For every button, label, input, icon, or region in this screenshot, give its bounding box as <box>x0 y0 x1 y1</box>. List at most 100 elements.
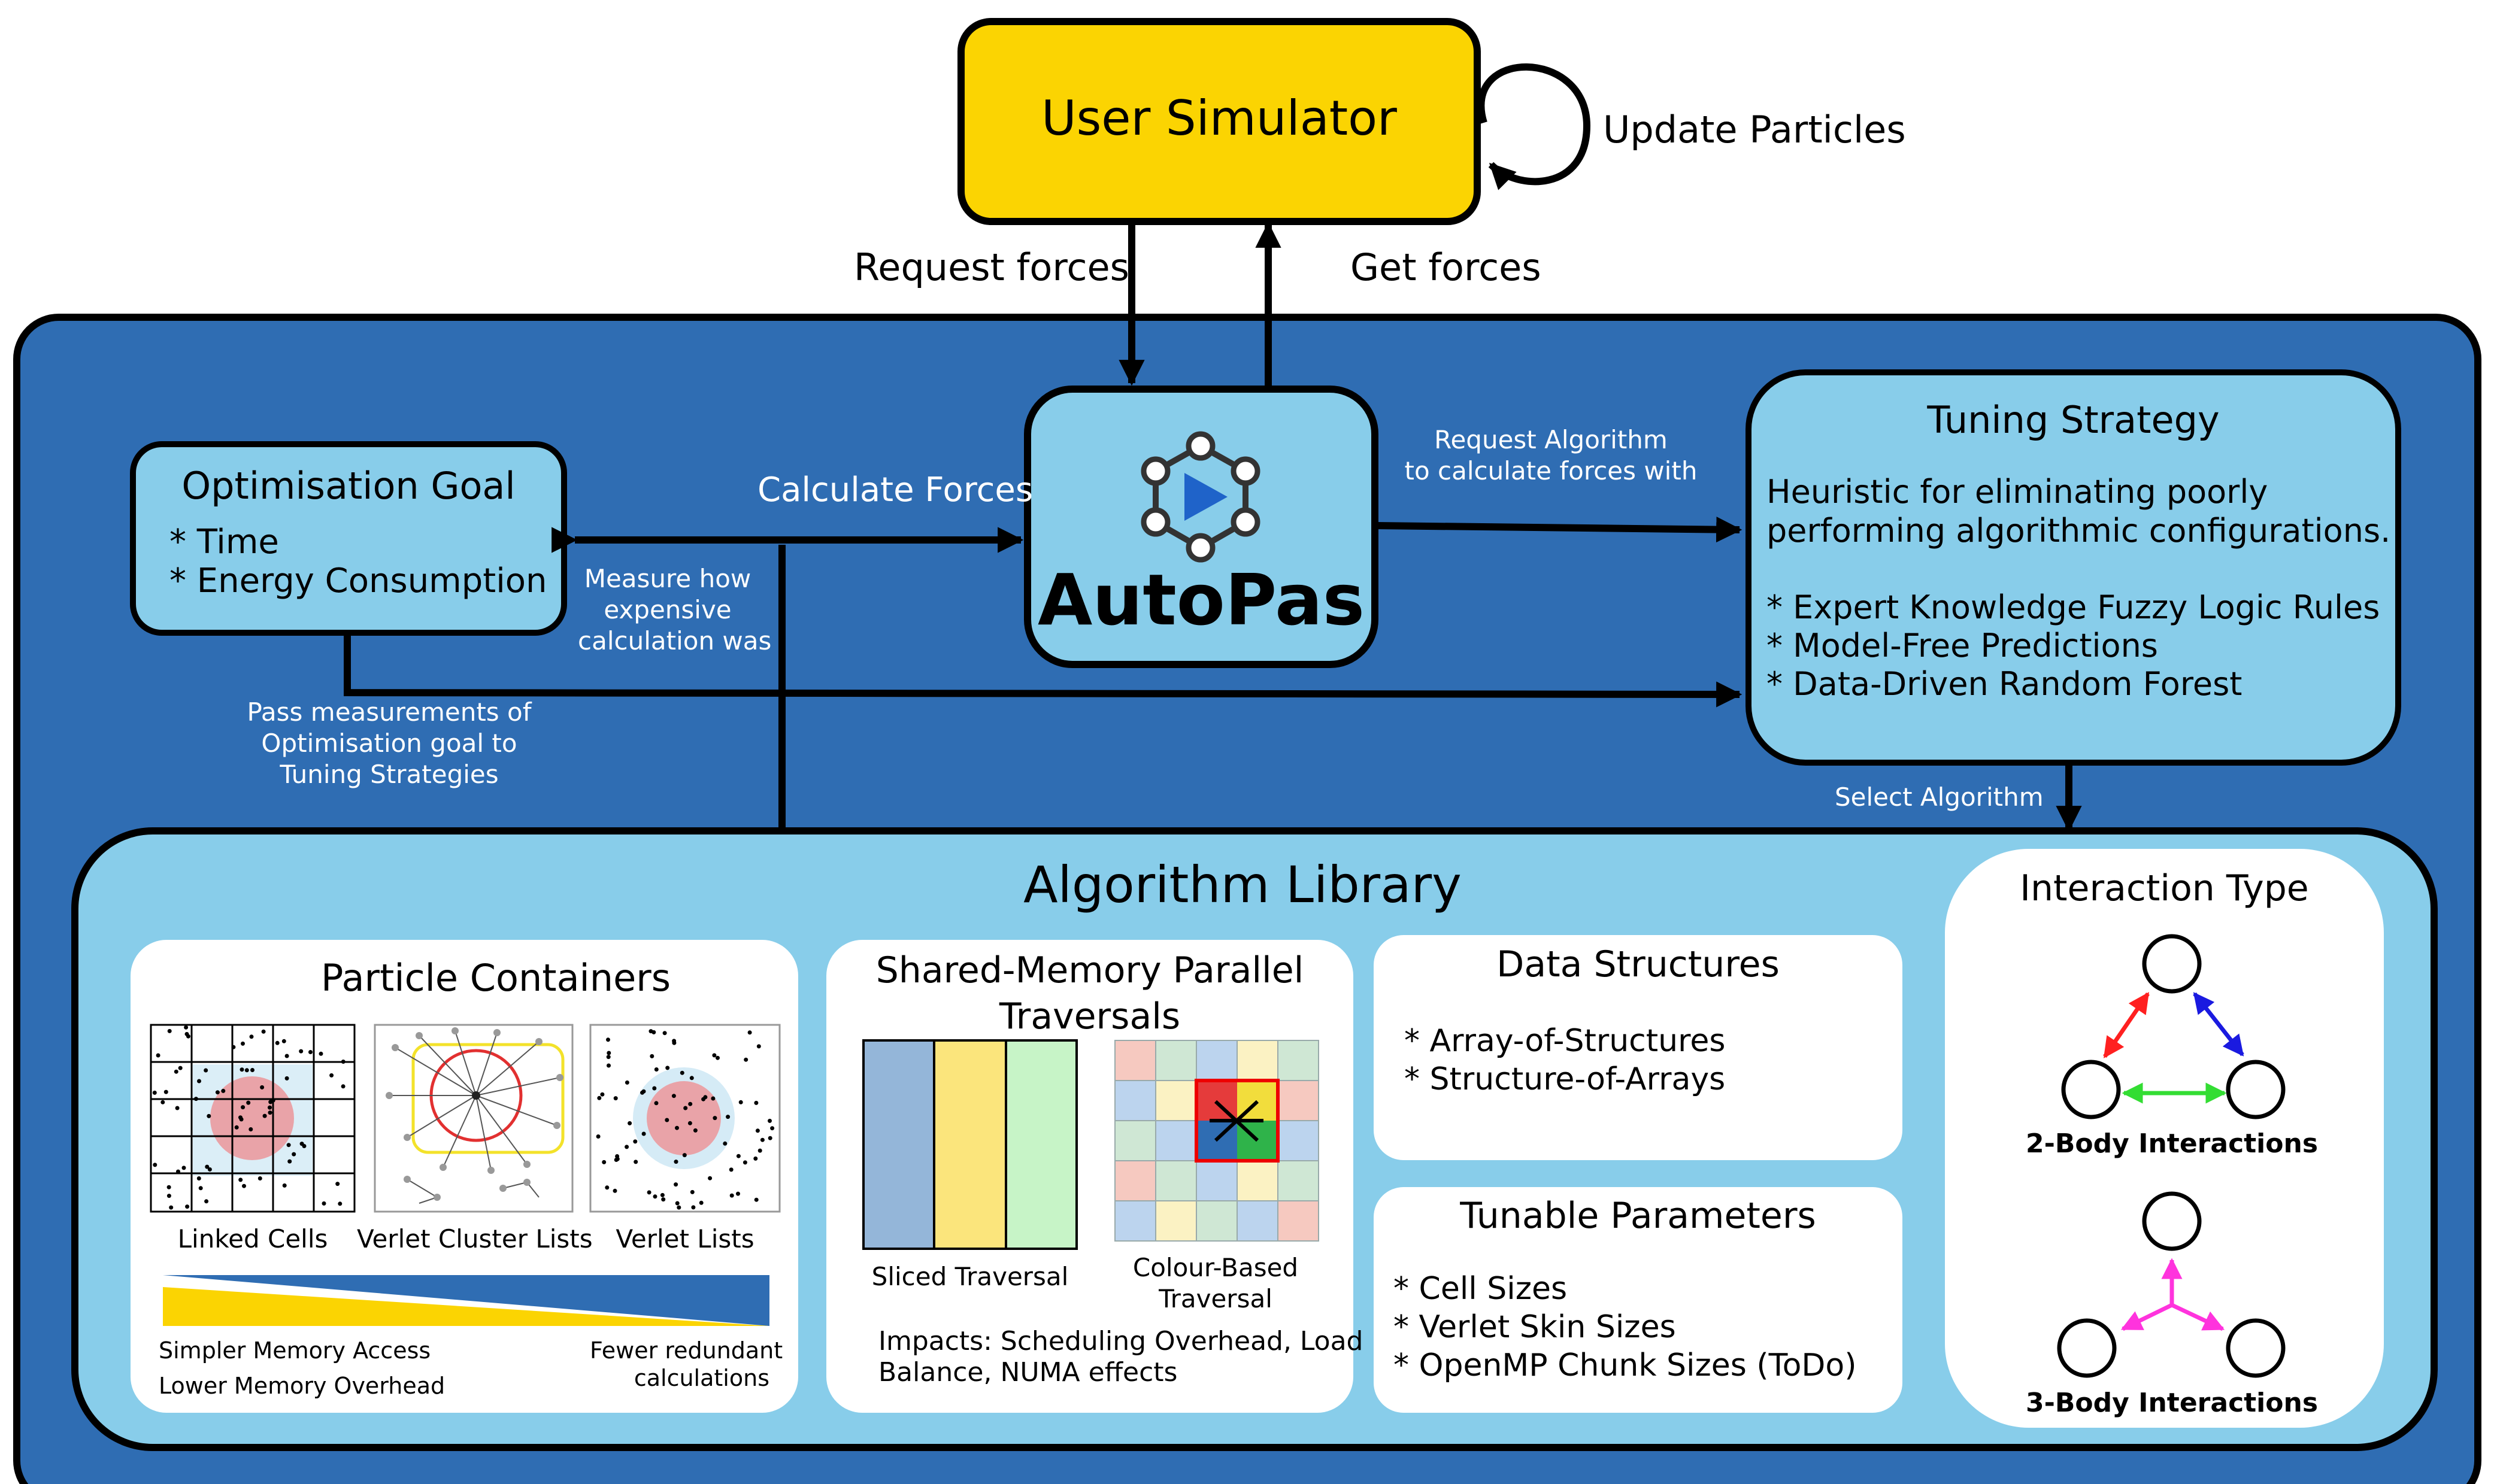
particle-dot <box>163 1090 168 1094</box>
particle-dot <box>268 1105 272 1110</box>
pass-measurements-arrow <box>344 633 1743 708</box>
tuning-strategy-item: * Data-Driven Random Forest <box>1766 665 2243 703</box>
particle-dot <box>633 1139 638 1144</box>
particle-dot <box>322 1201 326 1206</box>
particle-dot <box>662 1031 667 1036</box>
particle-dot <box>607 1051 611 1055</box>
measure-label-3: calculation was <box>578 626 772 655</box>
particle-dot <box>736 1191 740 1196</box>
particle-dot <box>703 1095 708 1100</box>
tuning-strategy-description: performing algorithmic configurations. <box>1766 512 2391 550</box>
particle-dot <box>651 1030 656 1034</box>
particle-dot <box>204 1199 209 1204</box>
tradeoff-left-label: Simpler Memory Access <box>159 1337 431 1364</box>
grid-cell <box>1277 1120 1319 1161</box>
particle-dot <box>716 1055 720 1060</box>
particle-dot <box>744 1057 748 1062</box>
particle-dot <box>653 1194 657 1199</box>
optimisation-goal-item: * Time <box>169 523 279 562</box>
grid-cell <box>1155 1120 1197 1161</box>
particle-dot <box>675 1201 680 1206</box>
optimisation-goal-item: * Energy Consumption <box>169 562 547 600</box>
particle-dot <box>268 1110 272 1115</box>
particle-dot <box>329 1073 334 1078</box>
particle-dot <box>628 1121 632 1125</box>
particle-dot <box>743 1160 747 1165</box>
particle-dot <box>249 1127 253 1131</box>
grid-cell <box>1277 1040 1319 1081</box>
grid-cell <box>1155 1080 1197 1121</box>
particle-dot <box>600 1092 605 1097</box>
particle-dot <box>606 1055 611 1060</box>
particle-dot <box>299 1049 304 1054</box>
particle-dot <box>652 1086 657 1091</box>
tunable-parameters-title: Tunable Parameters <box>1460 1195 1816 1237</box>
particle-dot <box>711 1096 716 1101</box>
particle-dot <box>723 1141 728 1146</box>
particle-dot <box>282 1183 287 1188</box>
container-label-verlet-lists: Verlet Lists <box>616 1224 754 1254</box>
particle-dot <box>708 1176 713 1180</box>
tuning-strategy-item: * Model-Free Predictions <box>1766 627 2158 664</box>
particle-dot <box>760 1137 765 1142</box>
particle-dot <box>757 1148 762 1153</box>
particle-dot <box>754 1100 759 1105</box>
optimisation-goal-title: Optimisation Goal <box>181 464 516 508</box>
interaction-type-card <box>1945 849 2384 1428</box>
particle-dot <box>671 1094 676 1098</box>
particle-dot <box>166 1185 171 1189</box>
calculate-forces-label: Calculate Forces <box>757 471 1034 509</box>
request-algorithm-label-1: Request Algorithm <box>1434 425 1668 454</box>
tradeoff-left-label: Lower Memory Overhead <box>159 1373 446 1399</box>
data-structure-item: * Structure-of-Arrays <box>1404 1061 1726 1097</box>
colour-traversal-label: Traversal <box>1159 1284 1272 1313</box>
linked-cells-thumbnail <box>150 1024 356 1213</box>
particle-dot <box>299 1142 304 1146</box>
particle-dot <box>768 1136 772 1140</box>
grid-cell <box>1196 1040 1238 1081</box>
particle-dot <box>205 1164 210 1169</box>
particle-dots <box>152 1025 775 1210</box>
particle-dot <box>281 1039 286 1043</box>
particle-dot <box>691 1205 696 1210</box>
particle-dot <box>675 1125 679 1130</box>
request-algorithm-arrow <box>1377 516 1743 543</box>
particle-dot <box>271 1098 275 1103</box>
particle-dot <box>193 1097 198 1101</box>
particle-dot <box>284 1076 289 1081</box>
particle-dot <box>160 1100 165 1104</box>
traversals-title: Shared-Memory Parallel <box>875 949 1304 991</box>
particle-dot <box>770 1126 775 1131</box>
play-hexagon-icon <box>1141 431 1260 563</box>
particle-dot <box>153 1163 157 1167</box>
particle-dot <box>284 1054 289 1058</box>
particle-dot <box>207 1113 211 1118</box>
grid-cell <box>1237 1160 1278 1201</box>
particle-dot <box>665 1066 670 1070</box>
colour-traversal-label: Colour-Based <box>1132 1253 1299 1282</box>
pass-measurements-label-2: Optimisation goal to <box>261 729 517 758</box>
sliced-traversal-label: Sliced Traversal <box>871 1262 1069 1291</box>
particle-dot <box>178 1066 183 1070</box>
particle-dot <box>181 1166 186 1170</box>
particle-dot <box>602 1160 607 1164</box>
grid-cell <box>1114 1120 1156 1161</box>
particle-dot <box>231 1045 236 1049</box>
grid-cell <box>1155 1040 1197 1081</box>
particle-dot <box>175 1106 180 1110</box>
active-block-frame <box>1195 1079 1280 1163</box>
particle-dot <box>167 1028 172 1033</box>
particle-dot <box>261 1029 266 1034</box>
particle-dot <box>615 1154 620 1158</box>
grid-cell <box>1237 1040 1278 1081</box>
autopas-box <box>1024 386 1378 668</box>
particle-dot <box>682 1153 687 1158</box>
particle-dot <box>768 1118 772 1123</box>
grid-cell <box>1277 1080 1319 1121</box>
particle-dot <box>169 1205 174 1210</box>
autopas-name: AutoPas <box>1038 559 1365 641</box>
particle-dot <box>241 1041 245 1046</box>
three-body-graph <box>2057 1191 2286 1378</box>
tunable-parameters-card <box>1374 1187 1902 1413</box>
